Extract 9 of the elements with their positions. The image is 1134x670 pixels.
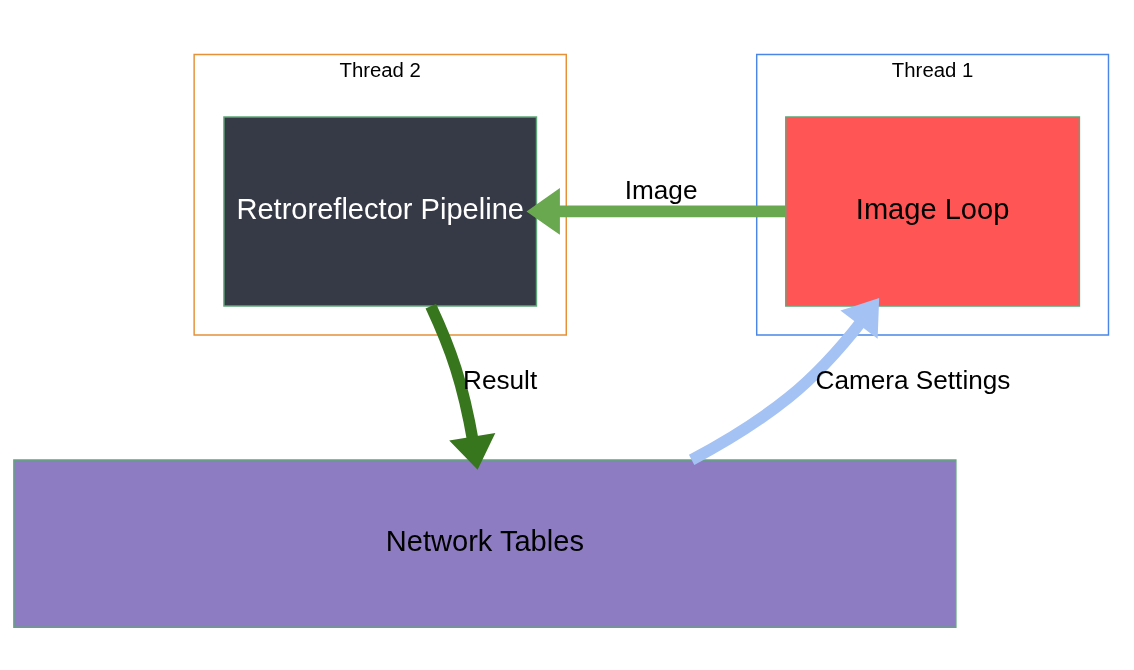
node-box: Image Loop — [785, 116, 1081, 307]
edge-label: Result — [463, 365, 538, 396]
arrow — [688, 298, 880, 465]
node-box: Network Tables — [13, 459, 957, 628]
edge-label: Camera Settings — [815, 365, 1011, 396]
edge-label: Image — [624, 174, 698, 205]
node-box: Retroreflector Pipeline — [223, 116, 538, 307]
arrow — [425, 303, 496, 470]
arrow — [526, 188, 786, 235]
